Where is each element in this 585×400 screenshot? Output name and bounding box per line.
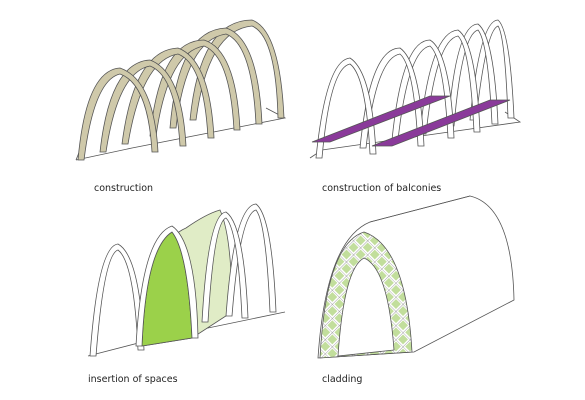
arch-frame-with-balconies-icon bbox=[309, 19, 522, 159]
panel-cladding: cladding bbox=[317, 195, 515, 385]
panel-balconies: construction of balconies bbox=[309, 19, 522, 194]
caption-cladding: cladding bbox=[322, 374, 362, 385]
panel-construction: construction bbox=[75, 19, 287, 194]
clad-vault-icon bbox=[317, 195, 515, 359]
caption-spaces: insertion of spaces bbox=[88, 374, 178, 385]
caption-balconies: construction of balconies bbox=[322, 183, 441, 194]
timber-arch-frame-icon bbox=[75, 19, 287, 161]
caption-construction: construction bbox=[94, 183, 153, 194]
panel-spaces: insertion of spaces bbox=[87, 203, 286, 385]
arch-frame-with-inserted-space-icon bbox=[87, 203, 286, 357]
